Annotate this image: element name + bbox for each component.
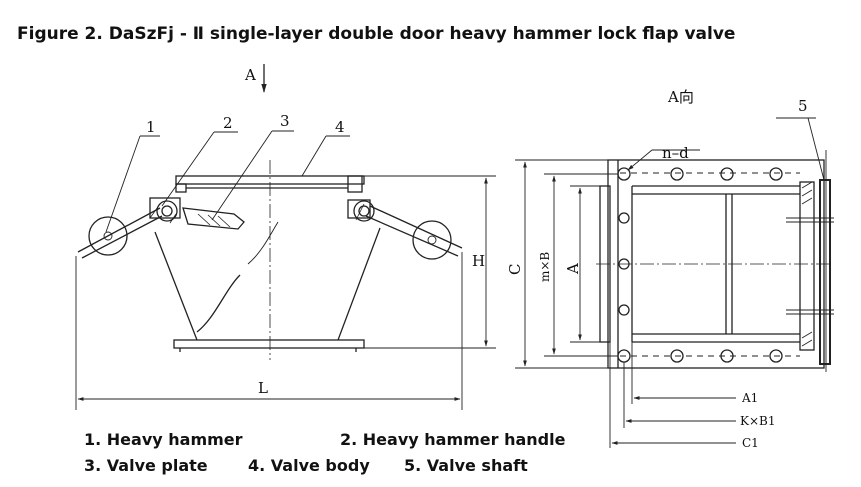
part-number-2: 2: [223, 114, 233, 132]
dim-h-label: H: [472, 252, 485, 270]
right-hammer-handle: [347, 199, 463, 257]
legend-item-5: 5. Valve shaft: [404, 456, 528, 475]
dimension-l: L: [75, 252, 463, 410]
valve-body: [154, 175, 381, 352]
dimension-bottom: A1 K×B1 C1: [609, 342, 775, 450]
part-number-1: 1: [146, 118, 156, 136]
part-callouts: 1 2 3 4: [105, 112, 350, 233]
left-heavy-hammer: [88, 216, 128, 256]
side-view: A: [75, 64, 496, 410]
end-view-title: A向: [667, 88, 694, 106]
dimension-a: A: [564, 185, 600, 343]
legend-item-1: 1. Heavy hammer: [84, 430, 243, 449]
bolt-holes: [617, 167, 783, 363]
end-callouts: n–d 5: [627, 97, 825, 181]
right-heavy-hammer: [412, 220, 452, 260]
legend-item-4: 4. Valve body: [248, 456, 370, 475]
end-flange: [596, 159, 830, 369]
part-number-5: 5: [798, 97, 808, 115]
part-number-3: 3: [280, 112, 290, 130]
dim-c-label: C: [506, 264, 524, 275]
dimension-c: C: [506, 159, 608, 369]
end-view: A向: [506, 88, 834, 450]
dim-a-label: A: [564, 263, 582, 275]
dimension-mxb: m×B: [538, 173, 618, 357]
legend-item-3: 3. Valve plate: [84, 456, 208, 475]
valve-plate: [182, 207, 245, 230]
dimension-h: H: [364, 175, 496, 349]
dim-mxb-label: m×B: [538, 252, 552, 282]
hole-label: n–d: [662, 144, 689, 162]
view-arrow-label: A: [244, 66, 256, 84]
dim-a1-label: A1: [741, 391, 758, 405]
legend-item-2: 2. Heavy hammer handle: [340, 430, 566, 449]
dim-l-label: L: [258, 379, 268, 397]
figure-title: Figure 2. DaSzFj - Ⅱ single-layer double…: [17, 24, 736, 44]
dim-c1-label: C1: [742, 436, 759, 450]
dim-kxb1-label: K×B1: [740, 414, 775, 428]
valve-shaft: [786, 150, 834, 372]
part-number-4: 4: [335, 118, 345, 136]
